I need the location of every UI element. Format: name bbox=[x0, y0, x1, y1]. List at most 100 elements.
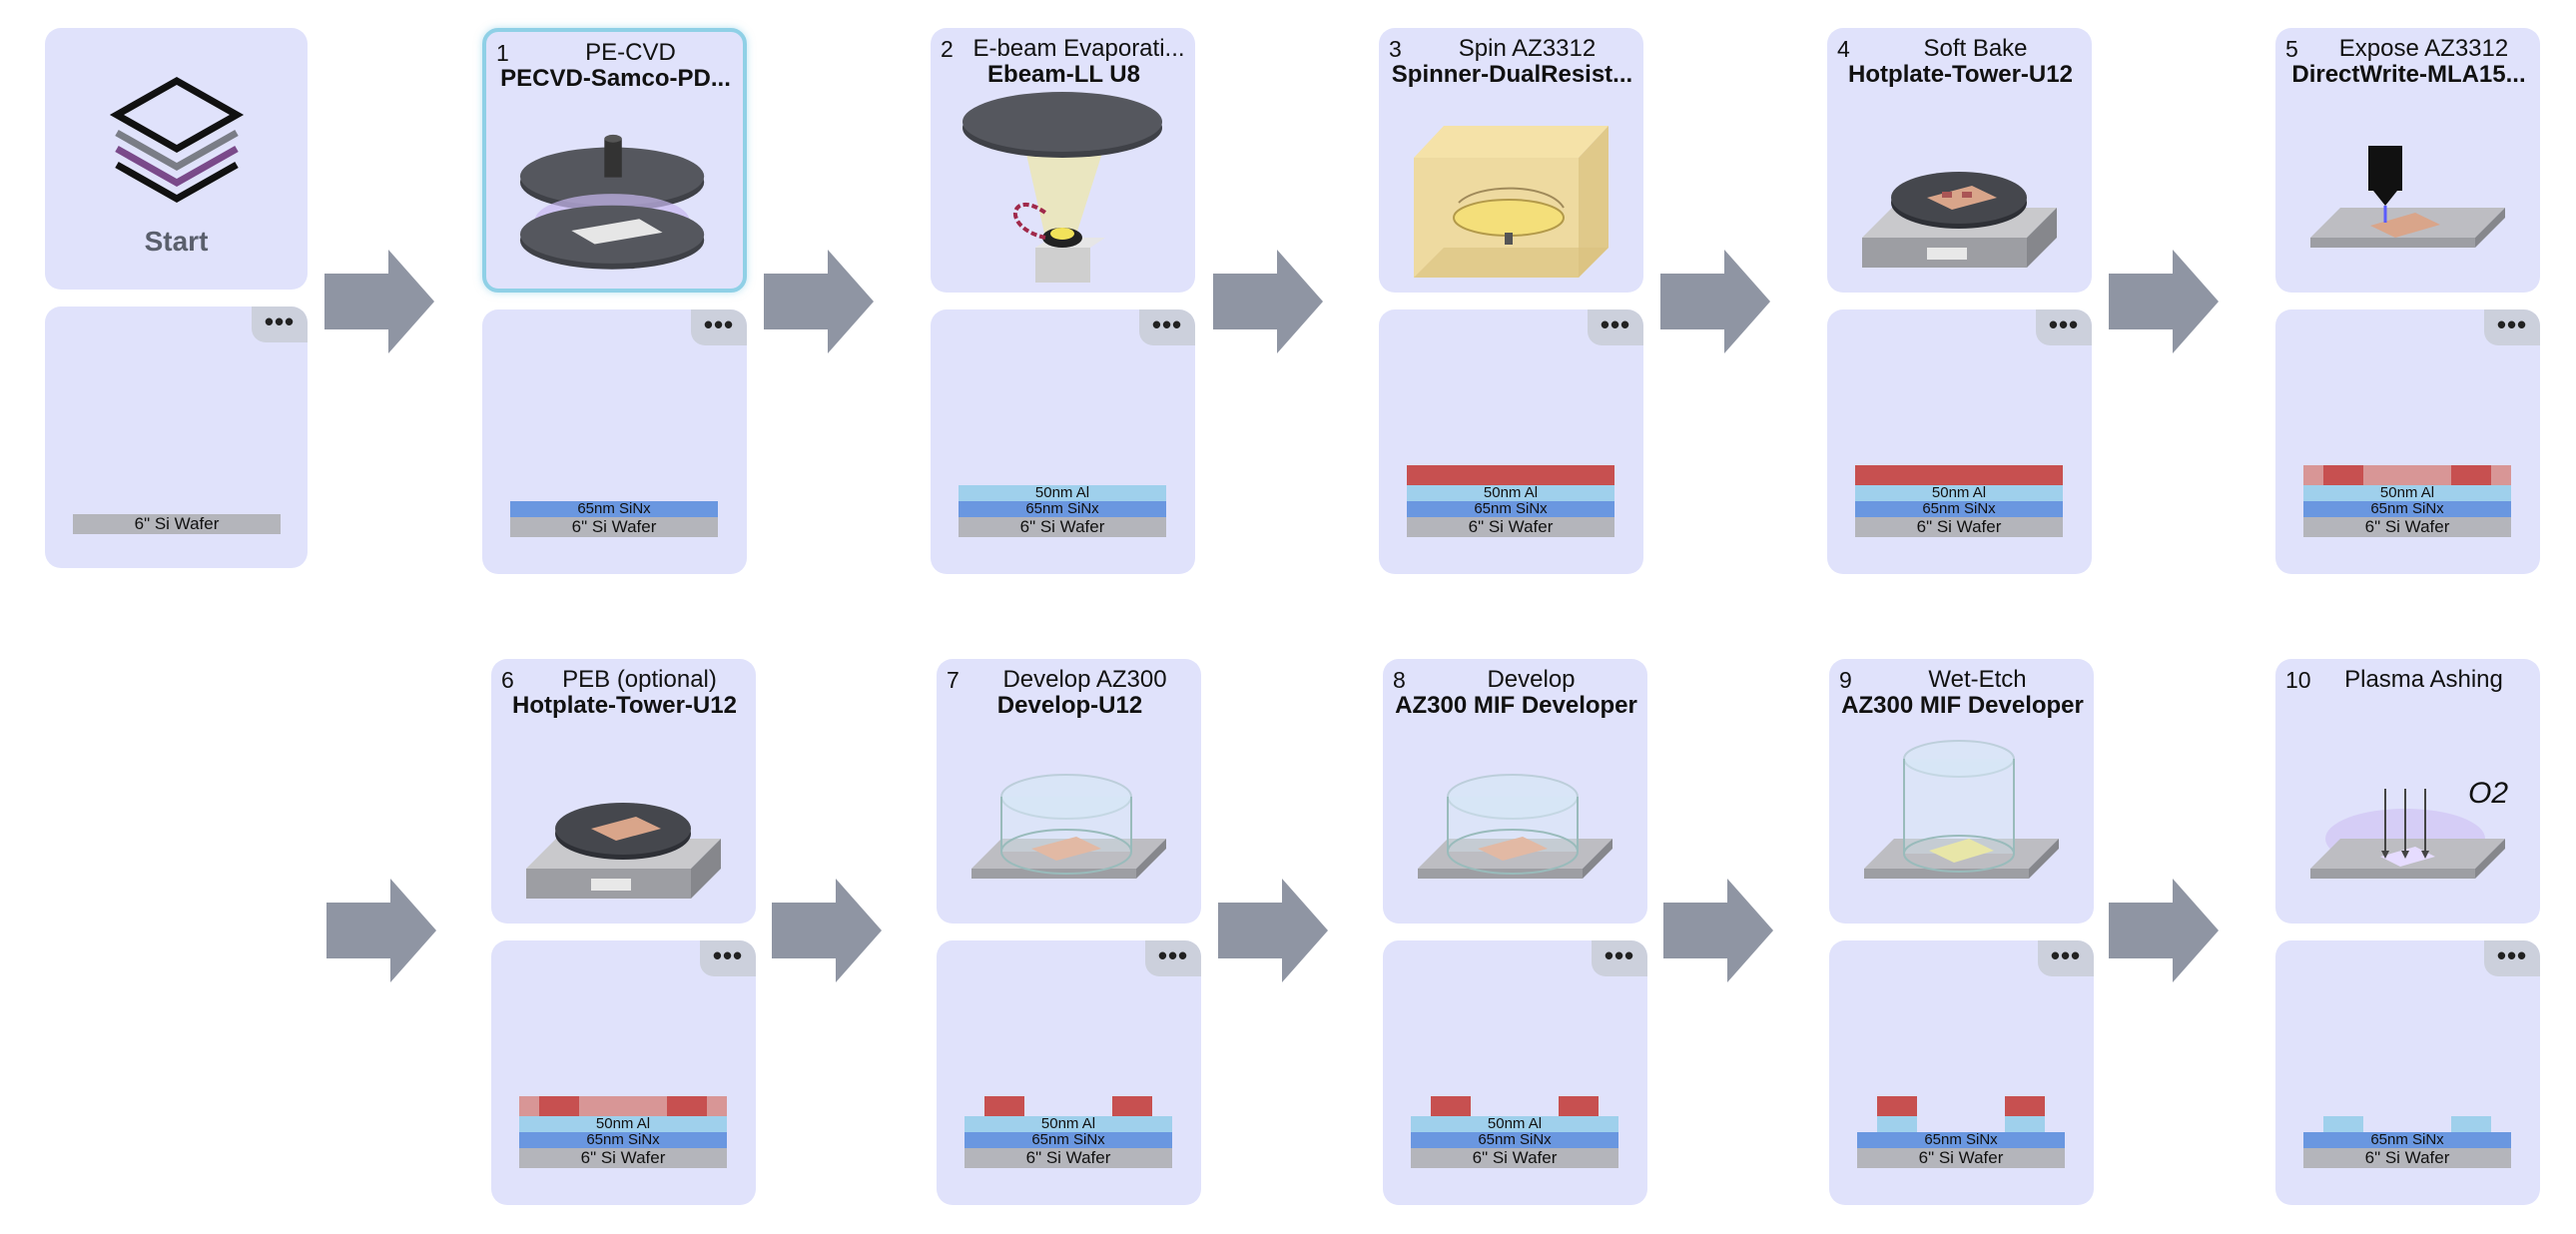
step-8-layer-card[interactable]: ••• 50nm Al 65nm SiNx 6" Si Wafer bbox=[1383, 940, 1647, 1205]
step-10-layer-card[interactable]: ••• 65nm SiNx 6" Si Wafer bbox=[2275, 940, 2540, 1205]
wet-etch-beaker-icon bbox=[1864, 740, 2059, 879]
more-options-button[interactable]: ••• bbox=[2484, 940, 2540, 976]
tool-name: AZ300 MIF Developer bbox=[1841, 693, 2084, 719]
tool-name: DirectWrite-MLA15... bbox=[2291, 62, 2526, 88]
more-options-button[interactable]: ••• bbox=[2036, 309, 2092, 345]
layer-resist bbox=[1855, 465, 2063, 485]
layer-sinx: 65nm SiNx bbox=[2303, 501, 2511, 517]
step-title: Develop AZ300 bbox=[1002, 667, 1167, 693]
step-7-layer-card[interactable]: ••• 50nm Al 65nm SiNx 6" Si Wafer bbox=[937, 940, 1201, 1205]
step-4-layer-card[interactable]: ••• 50nm Al 65nm SiNx 6" Si Wafer bbox=[1827, 309, 2092, 574]
step-10-tool-card[interactable]: 10 Plasma Ashing O2 bbox=[2275, 659, 2540, 924]
layer-stack: 50nm Al 65nm SiNx 6" Si Wafer bbox=[519, 1116, 727, 1176]
tool-name: Ebeam-LL U8 bbox=[987, 62, 1140, 88]
start-layer-card[interactable]: ••• 6" Si Wafer bbox=[45, 307, 308, 568]
step-8-tool-card[interactable]: 8 Develop AZ300 MIF Developer bbox=[1383, 659, 1647, 924]
step-9-layer-card[interactable]: ••• 65nm SiNx 6" Si Wafer bbox=[1829, 940, 2094, 1205]
step-header: 1 PE-CVD PECVD-Samco-PD... bbox=[496, 40, 735, 92]
layer-stack: 65nm SiNx 6" Si Wafer bbox=[2303, 1132, 2511, 1176]
step-7-tool-card[interactable]: 7 Develop AZ300 Develop-U12 bbox=[937, 659, 1201, 924]
layer-si-wafer: 6" Si Wafer bbox=[2303, 1148, 2511, 1168]
step-number: 4 bbox=[1837, 36, 1850, 62]
step-9-tool-card[interactable]: 9 Wet-Etch AZ300 MIF Developer bbox=[1829, 659, 2094, 924]
step-title: Develop bbox=[1487, 667, 1576, 693]
step-1-tool-card[interactable]: 1 PE-CVD PECVD-Samco-PD... bbox=[482, 28, 747, 293]
layer-resist bbox=[2005, 1096, 2045, 1116]
more-options-button[interactable]: ••• bbox=[1592, 940, 1647, 976]
flow-arrow bbox=[1660, 250, 1770, 353]
step-2-layer-card[interactable]: ••• 50nm Al 65nm SiNx 6" Si Wafer bbox=[931, 309, 1195, 574]
layer-si-wafer: 6" Si Wafer bbox=[510, 517, 718, 537]
step-5-layer-card[interactable]: ••• 50nm Al 65nm SiNx 6" Si Wafer bbox=[2275, 309, 2540, 574]
layer-sinx: 65nm SiNx bbox=[510, 501, 718, 517]
ebeam-evaporator-icon bbox=[963, 92, 1162, 283]
step-6-layer-card[interactable]: ••• 50nm Al 65nm SiNx 6" Si Wafer bbox=[491, 940, 756, 1205]
layer-sinx: 65nm SiNx bbox=[1411, 1132, 1618, 1148]
flow-arrow bbox=[326, 879, 436, 982]
step-number: 10 bbox=[2285, 667, 2311, 693]
pecvd-chamber-icon bbox=[519, 134, 705, 270]
step-5-tool-card[interactable]: 5 Expose AZ3312 DirectWrite-MLA15... bbox=[2275, 28, 2540, 293]
layer-stack: 65nm SiNx 6" Si Wafer bbox=[510, 501, 718, 545]
flow-arrow bbox=[2109, 879, 2219, 982]
plasma-ashing-icon bbox=[2310, 789, 2505, 879]
layer-sinx: 65nm SiNx bbox=[959, 501, 1166, 517]
layer-stack: 50nm Al 65nm SiNx 6" Si Wafer bbox=[2303, 485, 2511, 545]
tool-name: PECVD-Samco-PD... bbox=[500, 66, 731, 92]
more-options-button[interactable]: ••• bbox=[2484, 309, 2540, 345]
more-options-button[interactable]: ••• bbox=[700, 940, 756, 976]
step-number: 9 bbox=[1839, 667, 1852, 693]
more-options-button[interactable]: ••• bbox=[2038, 940, 2094, 976]
layer-stack: 65nm SiNx 6" Si Wafer bbox=[1857, 1132, 2065, 1176]
layer-si-wafer: 6" Si Wafer bbox=[1855, 517, 2063, 537]
develop-beaker-icon bbox=[971, 774, 1166, 879]
layer-si-wafer: 6" Si Wafer bbox=[959, 517, 1166, 537]
step-header: 9 Wet-Etch AZ300 MIF Developer bbox=[1839, 667, 2086, 719]
step-1-layer-card[interactable]: ••• 65nm SiNx 6" Si Wafer bbox=[482, 309, 747, 574]
layer-resist bbox=[1877, 1096, 1917, 1116]
develop-beaker-icon bbox=[1418, 774, 1612, 879]
step-header: 7 Develop AZ300 Develop-U12 bbox=[947, 667, 1193, 719]
layer-si-wafer: 6" Si Wafer bbox=[2303, 517, 2511, 537]
layer-sinx: 65nm SiNx bbox=[965, 1132, 1172, 1148]
tool-name: Spinner-DualResist... bbox=[1391, 62, 1633, 88]
layer-stack: 6" Si Wafer bbox=[73, 514, 281, 538]
layer-al: 50nm Al bbox=[519, 1116, 727, 1132]
layer-resist bbox=[1431, 1096, 1471, 1116]
layer-si-wafer: 6" Si Wafer bbox=[1411, 1148, 1618, 1168]
layer-stack: 50nm Al 65nm SiNx 6" Si Wafer bbox=[959, 485, 1166, 545]
tool-name: Develop-U12 bbox=[996, 693, 1143, 719]
step-header: 10 Plasma Ashing bbox=[2285, 667, 2532, 693]
layer-al: 50nm Al bbox=[1855, 485, 2063, 501]
more-options-button[interactable]: ••• bbox=[691, 309, 747, 345]
step-title: Wet-Etch bbox=[1928, 667, 2027, 693]
start-card[interactable]: Start bbox=[45, 28, 308, 290]
layer-stack: 50nm Al 65nm SiNx 6" Si Wafer bbox=[1411, 1116, 1618, 1176]
flow-arrow bbox=[1213, 250, 1323, 353]
layer-si-wafer: 6" Si Wafer bbox=[1407, 517, 1614, 537]
step-6-tool-card[interactable]: 6 PEB (optional) Hotplate-Tower-U12 bbox=[491, 659, 756, 924]
layer-al-patterned bbox=[1877, 1116, 1917, 1132]
step-title: PEB (optional) bbox=[562, 667, 717, 693]
tool-name: Hotplate-Tower-U12 bbox=[512, 693, 737, 719]
more-options-button[interactable]: ••• bbox=[1588, 309, 1643, 345]
more-options-button[interactable]: ••• bbox=[252, 307, 308, 342]
step-number: 2 bbox=[941, 36, 954, 62]
step-3-tool-card[interactable]: 3 Spin AZ3312 Spinner-DualResist... bbox=[1379, 28, 1643, 293]
layer-al: 50nm Al bbox=[2303, 485, 2511, 501]
layer-resist bbox=[667, 1096, 707, 1116]
flow-arrow bbox=[764, 250, 874, 353]
step-title: PE-CVD bbox=[585, 40, 676, 66]
step-2-tool-card[interactable]: 2 E-beam Evaporati... Ebeam-LL U8 bbox=[931, 28, 1195, 293]
layer-sinx: 65nm SiNx bbox=[2303, 1132, 2511, 1148]
layer-al-patterned bbox=[2451, 1116, 2491, 1132]
more-options-button[interactable]: ••• bbox=[1145, 940, 1201, 976]
layers-logo-icon bbox=[109, 76, 245, 204]
step-header: 8 Develop AZ300 MIF Developer bbox=[1393, 667, 1639, 719]
step-3-layer-card[interactable]: ••• 50nm Al 65nm SiNx 6" Si Wafer bbox=[1379, 309, 1643, 574]
direct-write-laser-icon bbox=[2310, 146, 2505, 248]
step-number: 5 bbox=[2285, 36, 2298, 62]
step-header: 3 Spin AZ3312 Spinner-DualResist... bbox=[1389, 36, 1635, 88]
more-options-button[interactable]: ••• bbox=[1139, 309, 1195, 345]
step-4-tool-card[interactable]: 4 Soft Bake Hotplate-Tower-U12 bbox=[1827, 28, 2092, 293]
